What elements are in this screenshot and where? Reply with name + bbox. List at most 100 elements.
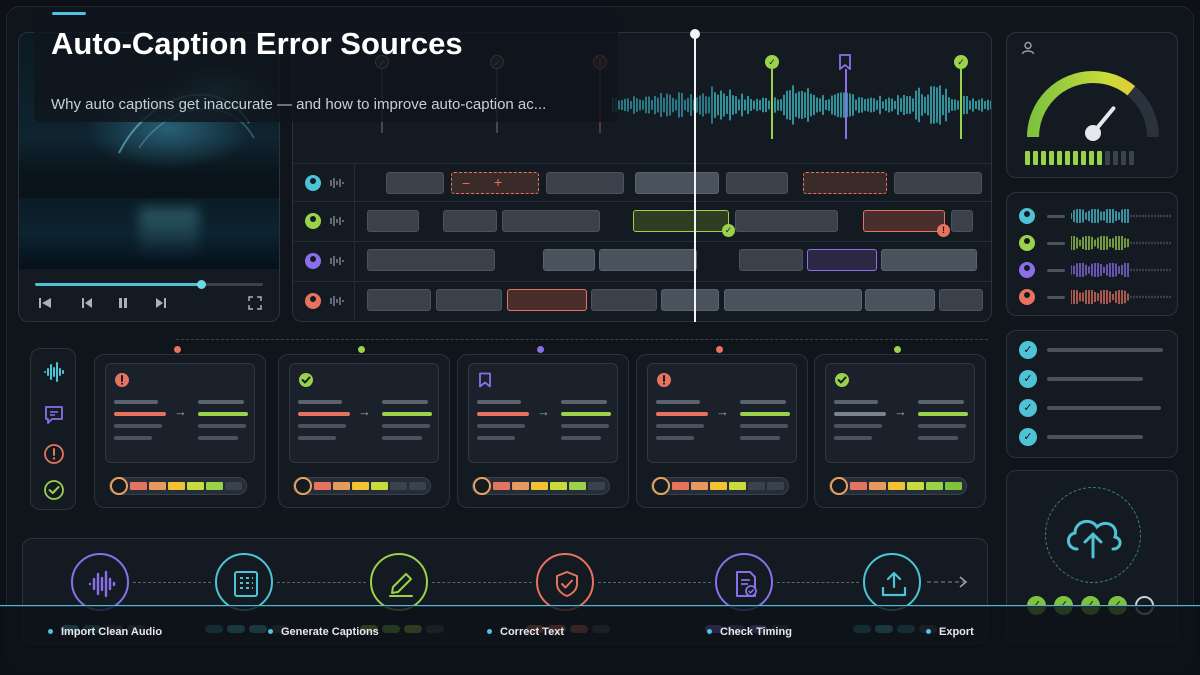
speaker-avatar-icon: [1019, 289, 1035, 305]
meter-handle[interactable]: [294, 477, 312, 495]
gauge-level-bar: [1121, 151, 1126, 165]
caption-segment[interactable]: [735, 210, 838, 232]
speaker-name-placeholder: [1047, 296, 1065, 299]
track-head-speaker-2[interactable]: [293, 202, 355, 240]
caption-segment[interactable]: [367, 249, 495, 271]
speaker-row[interactable]: [1019, 207, 1171, 225]
audio-wave-icon[interactable]: [43, 361, 65, 383]
workflow-step-6[interactable]: [863, 553, 921, 611]
caption-segment-error[interactable]: [803, 172, 887, 194]
confidence-meter[interactable]: [293, 477, 431, 495]
track-head-speaker-4[interactable]: [293, 282, 355, 320]
caption-segment[interactable]: [443, 210, 497, 232]
caption-segment[interactable]: [724, 289, 862, 311]
track-head-speaker-1[interactable]: [293, 164, 355, 202]
caption-segment[interactable]: [386, 172, 444, 194]
caption-segment[interactable]: [546, 172, 624, 194]
scrubber-handle[interactable]: [197, 280, 207, 289]
workflow-connector: [277, 582, 366, 583]
arrow-right-icon: →: [537, 404, 550, 419]
trim-plus-icon[interactable]: +: [494, 174, 503, 190]
confidence-meter[interactable]: [651, 477, 789, 495]
caption-segment[interactable]: [951, 210, 973, 232]
user-icon[interactable]: [1021, 41, 1035, 55]
check-marker-icon[interactable]: ✓: [954, 55, 968, 69]
gauge-level-bars: [1025, 151, 1134, 165]
correction-card[interactable]: →: [636, 354, 808, 508]
track-divider: [293, 281, 991, 282]
checklist-item[interactable]: ✓: [1019, 370, 1169, 388]
correction-card[interactable]: →: [457, 354, 629, 508]
video-progress-fill: [35, 283, 202, 286]
page-subtitle: Why auto captions get inaccurate — and h…: [51, 96, 547, 113]
speaker-waveform: [1071, 209, 1171, 223]
workflow-step-4[interactable]: [536, 553, 594, 611]
caption-segment[interactable]: [635, 172, 719, 194]
caption-segment[interactable]: [502, 210, 600, 232]
checklist-item[interactable]: ✓: [1019, 399, 1169, 417]
caption-segment[interactable]: [591, 289, 657, 311]
caption-timeline[interactable]: ✓ ✓ ! ✓ ✓ − + ✓ !: [292, 32, 992, 322]
gauge-level-bar: [1097, 151, 1102, 165]
caption-segment[interactable]: [661, 289, 719, 311]
caption-segment-error[interactable]: [863, 210, 945, 232]
meter-handle[interactable]: [473, 477, 491, 495]
caption-segment[interactable]: [865, 289, 935, 311]
fullscreen-icon[interactable]: [247, 295, 263, 311]
previous-icon[interactable]: [79, 295, 95, 311]
caption-segment[interactable]: [367, 210, 419, 232]
speaker-row[interactable]: [1019, 261, 1171, 279]
checklist-item[interactable]: ✓: [1019, 341, 1169, 359]
caption-segment[interactable]: [726, 172, 788, 194]
next-icon[interactable]: [153, 295, 169, 311]
workflow-step-3[interactable]: [370, 553, 428, 611]
gauge-level-bar: [1033, 151, 1038, 165]
caption-segment[interactable]: [881, 249, 977, 271]
caption-segment-verified[interactable]: [633, 210, 729, 232]
pause-icon[interactable]: [115, 295, 131, 311]
skip-back-icon[interactable]: [37, 295, 53, 311]
bookmark-marker-icon[interactable]: [838, 54, 852, 70]
check-marker-icon[interactable]: ✓: [765, 55, 779, 69]
workflow-step-2[interactable]: [215, 553, 273, 611]
workflow-step-5[interactable]: [715, 553, 773, 611]
caption-segment-error[interactable]: [507, 289, 587, 311]
water: [19, 198, 279, 269]
trim-minus-icon[interactable]: −: [462, 175, 471, 191]
cloud-upload-icon[interactable]: [1061, 509, 1125, 561]
workflow-baseline: [0, 605, 1200, 607]
speaker-row[interactable]: [1019, 288, 1171, 306]
meter-handle[interactable]: [652, 477, 670, 495]
caption-segment[interactable]: [367, 289, 431, 311]
meter-handle[interactable]: [110, 477, 128, 495]
caption-segment[interactable]: [894, 172, 982, 194]
caption-segment[interactable]: [599, 249, 697, 271]
caption-segment-review[interactable]: [807, 249, 877, 271]
playhead[interactable]: [694, 34, 696, 322]
correction-card[interactable]: →: [814, 354, 986, 508]
meter-handle[interactable]: [830, 477, 848, 495]
caption-segment[interactable]: [436, 289, 502, 311]
caption-bubble-icon[interactable]: [43, 404, 65, 426]
confidence-meter[interactable]: [109, 477, 247, 495]
correction-card[interactable]: →: [278, 354, 450, 508]
check-circle-icon[interactable]: [43, 479, 65, 501]
workflow-step-1[interactable]: [71, 553, 129, 611]
confidence-meter[interactable]: [472, 477, 610, 495]
checklist-text-placeholder: [1047, 377, 1143, 381]
speaker-row[interactable]: [1019, 234, 1171, 252]
correction-card[interactable]: →: [94, 354, 266, 508]
video-scrubber[interactable]: [35, 280, 263, 289]
error-icon[interactable]: [43, 443, 65, 465]
caption-segment[interactable]: [739, 249, 803, 271]
checklist-item[interactable]: ✓: [1019, 428, 1169, 446]
caption-segment-error[interactable]: − +: [451, 172, 539, 194]
caption-segment[interactable]: [939, 289, 983, 311]
caption-segment[interactable]: [543, 249, 595, 271]
upload-dropzone[interactable]: [1045, 487, 1141, 583]
confidence-meter[interactable]: [829, 477, 967, 495]
shield-check-icon: [556, 571, 578, 597]
track-wave-icon: [330, 256, 344, 266]
track-head-speaker-3[interactable]: [293, 242, 355, 280]
caption-grid-icon: [234, 571, 258, 597]
